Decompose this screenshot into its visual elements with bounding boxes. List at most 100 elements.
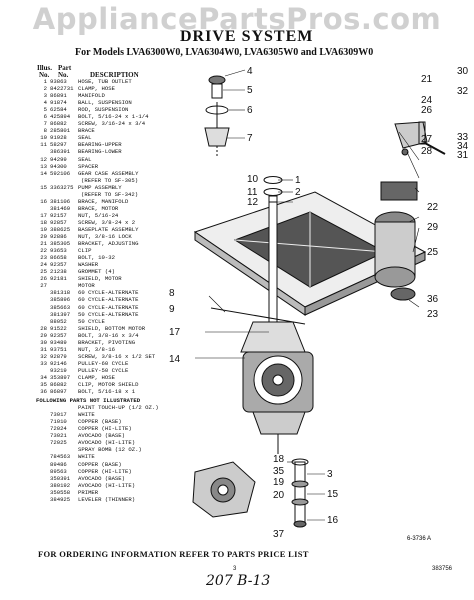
callout-label: 37: [273, 529, 285, 540]
illus-no: [36, 367, 47, 374]
part-no: 89486: [50, 460, 67, 468]
part-no: 93653: [50, 247, 67, 255]
illus-no: 33: [40, 359, 47, 367]
part-description: COPPER (BASE): [78, 460, 122, 468]
suspension-ball: [211, 83, 223, 99]
part-description: BOLT, 3/8-16 x 3/4: [78, 331, 139, 339]
parts-row: 89486 COPPER (BASE): [36, 461, 176, 468]
part-no: 72025: [50, 439, 67, 447]
illus-no-header: No.: [39, 71, 50, 79]
document-number: 383756: [432, 566, 453, 572]
part-description: 60 CYCLE-ALTERNATE: [78, 289, 139, 297]
illus-no: [36, 404, 47, 411]
part-description: NUT, 3/8-16 LOCK: [78, 233, 132, 241]
part-no: 71010: [50, 418, 67, 426]
part-no: 94299: [50, 155, 67, 163]
part-no: 92857: [50, 218, 67, 226]
part-description: CLAMP, HOSE: [78, 85, 115, 93]
parts-row: (REFER TO SF-342): [36, 191, 176, 198]
motor-pulley: [390, 287, 416, 301]
illus-no: [36, 468, 47, 475]
illus-no: 5: [43, 106, 47, 114]
part-description: BASEPLATE ASSEMBLY: [78, 225, 139, 233]
models-line: For Models LVA6300W0, LVA6304W0, LVA6305…: [75, 47, 374, 58]
motor-bracket: [380, 181, 418, 201]
part-description: COPPER (HI-LITE): [78, 467, 132, 475]
part-description: BOLT, 10-32: [78, 254, 115, 262]
callout-label: 25: [427, 247, 439, 258]
callout-label: 21: [421, 74, 433, 85]
illus-no: [36, 461, 47, 468]
part-no: 21238: [50, 268, 67, 276]
illus-no: [36, 318, 47, 325]
part-description: 50 CYCLE-ALTERNATE: [78, 310, 139, 318]
illus-no: 26: [40, 275, 47, 283]
callout-label: 9: [169, 304, 175, 315]
parts-row: 380192 AVOCADO (HI-LITE): [36, 482, 176, 489]
parts-row: 386391 BEARING-LOWER: [36, 148, 176, 155]
part-description: NUT, 5/16-24: [78, 211, 119, 219]
part-no: 386391: [50, 148, 71, 156]
part-description: SPACER: [78, 162, 99, 170]
part-no: 592106: [50, 169, 71, 177]
part-description: AVOCADO (HI-LITE): [78, 481, 136, 489]
illus-no: [36, 425, 47, 432]
callout-label: 36: [427, 294, 439, 305]
callout-label: 32: [457, 86, 469, 97]
part-no: 72024: [50, 425, 67, 433]
part-no: 92157: [50, 211, 67, 219]
outlet-hose: [294, 461, 306, 525]
part-description: BRACE, MOTOR: [78, 204, 119, 212]
illus-no: 3: [43, 92, 47, 100]
part-description: GROMMET (4): [78, 268, 115, 276]
part-description: CLIP: [78, 247, 92, 255]
illus-no: 6: [43, 113, 47, 121]
drive-system-diagram: 4567891714101112121835192031516373021322…: [169, 66, 469, 542]
part-no: 381318: [50, 289, 71, 297]
illus-no: 22: [40, 247, 47, 255]
callout-label: 20: [273, 490, 285, 501]
part-no: 86882: [50, 381, 67, 389]
part-description: AVOCADO (BASE): [78, 432, 125, 440]
part-description: SCREW, 3/8-24 x 2: [78, 218, 136, 226]
callout-label: 14: [169, 354, 181, 365]
callout-label: 1: [295, 175, 301, 186]
part-description: 50 CYCLE: [78, 317, 105, 325]
part-no: 385305: [50, 240, 71, 248]
illus-no: [36, 453, 47, 460]
part-no: 353897: [50, 373, 71, 381]
part-description: BRACKET, ADJUSTING: [78, 240, 139, 248]
illus-no: 29: [40, 331, 47, 339]
illus-no: 21: [40, 240, 47, 248]
gear-case-top: [240, 321, 306, 353]
part-no: 380192: [50, 481, 71, 489]
part-no: 86897: [50, 388, 67, 396]
illus-no: 28: [40, 324, 47, 332]
callout-label: 35: [273, 466, 285, 477]
part-description: BEARING-LOWER: [78, 148, 122, 156]
callout-label: 5: [247, 85, 253, 96]
part-description: HOSE, TUB OUTLET: [78, 78, 132, 85]
part-no: 92357: [50, 261, 67, 269]
part-description: SCREW, 3/16-24 x 3/4: [78, 120, 146, 128]
part-description: BRACE, MANIFOLD: [78, 197, 129, 205]
part-description: (REFER TO SF-342): [81, 190, 139, 198]
illus-no: [36, 411, 47, 418]
